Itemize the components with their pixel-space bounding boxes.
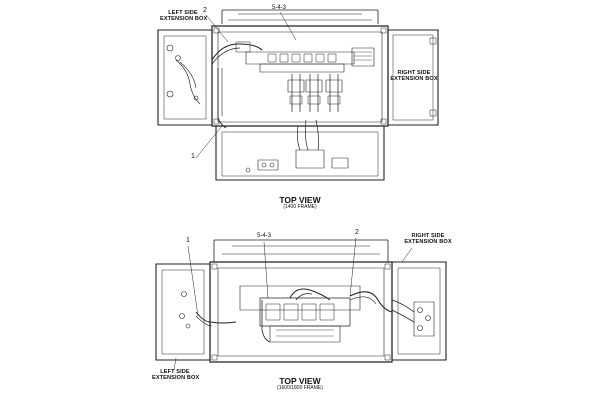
right-extension-box-1600 [392, 262, 446, 360]
callout-ref-1400: 5-4-3 [271, 5, 286, 11]
label-line: EXTENSION BOX [390, 75, 438, 82]
callout-2-1400: 2 [203, 7, 207, 14]
label-line: EXTENSION BOX [152, 374, 200, 381]
label-line: EXTENSION BOX [404, 238, 452, 245]
label-line: RIGHT SIDE [397, 70, 431, 76]
right-side-extension-box-label-1600: RIGHT SIDE EXTENSION BOX [403, 233, 453, 246]
callout-1-1400: 1 [191, 153, 195, 160]
label-line: LEFT SIDE [168, 10, 198, 16]
view-title: TOP VIEW [279, 376, 321, 386]
view-title-1600: TOP VIEW (1600/1800 FRAME) [250, 377, 350, 391]
view-title-1400: TOP VIEW (1400 FRAME) [250, 196, 350, 210]
label-line: LEFT SIDE [160, 369, 190, 375]
leader-callout-1-1600 [188, 246, 198, 316]
right-side-extension-box-label-1400: RIGHT SIDE EXTENSION BOX [389, 70, 439, 83]
callout-1-1600: 1 [186, 237, 190, 244]
callout-2-1600: 2 [355, 229, 359, 236]
left-extension-box-1400 [158, 30, 212, 125]
front-box-1400 [216, 126, 384, 180]
view-title: TOP VIEW [279, 195, 321, 205]
top-view-1600-drawing [156, 238, 446, 370]
view-subtitle: (1600/1800 FRAME) [277, 384, 323, 391]
leader-callout-2-1600 [350, 238, 356, 296]
leader-callout-1-1400 [196, 126, 222, 158]
leader-callout-ref-1400 [280, 12, 296, 40]
label-line: RIGHT SIDE [411, 233, 445, 239]
leader-callout-2-1400 [206, 15, 228, 42]
label-line: EXTENSION BOX [160, 15, 208, 22]
right-extension-box-1400 [388, 30, 438, 125]
view-subtitle: (1400 FRAME) [283, 203, 317, 210]
callout-ref-1600: 5-4-3 [256, 233, 271, 239]
main-enclosure-1600 [210, 262, 392, 362]
left-side-extension-box-label-1600: LEFT SIDE EXTENSION BOX [152, 369, 200, 382]
leader-callout-ref-1600 [264, 242, 268, 298]
left-side-extension-box-label-1400: LEFT SIDE EXTENSION BOX [160, 10, 208, 23]
left-extension-box-1600 [156, 264, 210, 360]
top-view-1400-drawing [158, 10, 438, 180]
